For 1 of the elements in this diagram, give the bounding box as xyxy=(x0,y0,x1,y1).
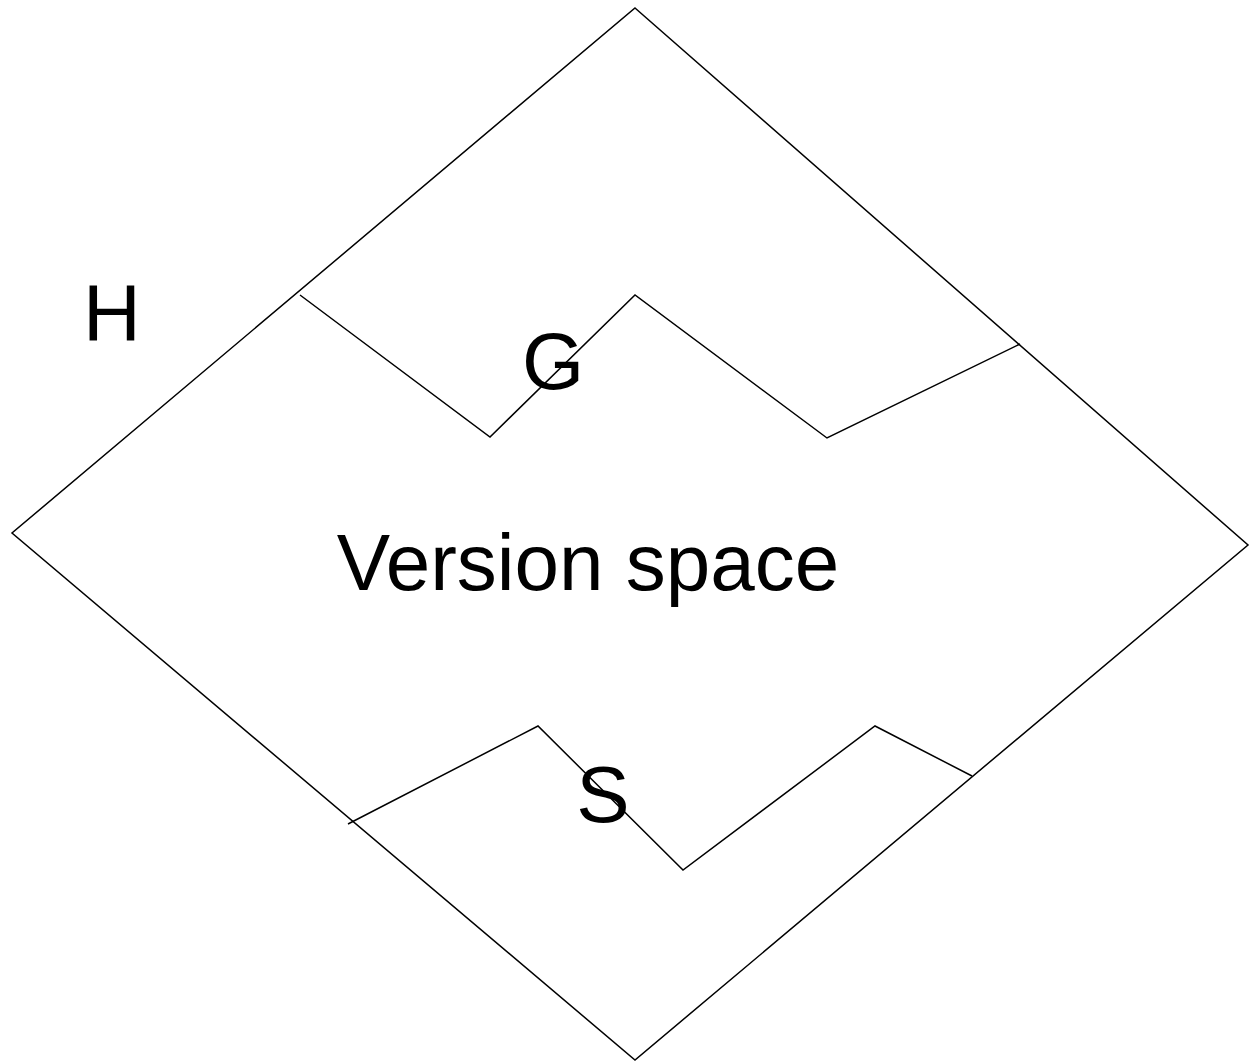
space-label: H xyxy=(83,273,141,353)
